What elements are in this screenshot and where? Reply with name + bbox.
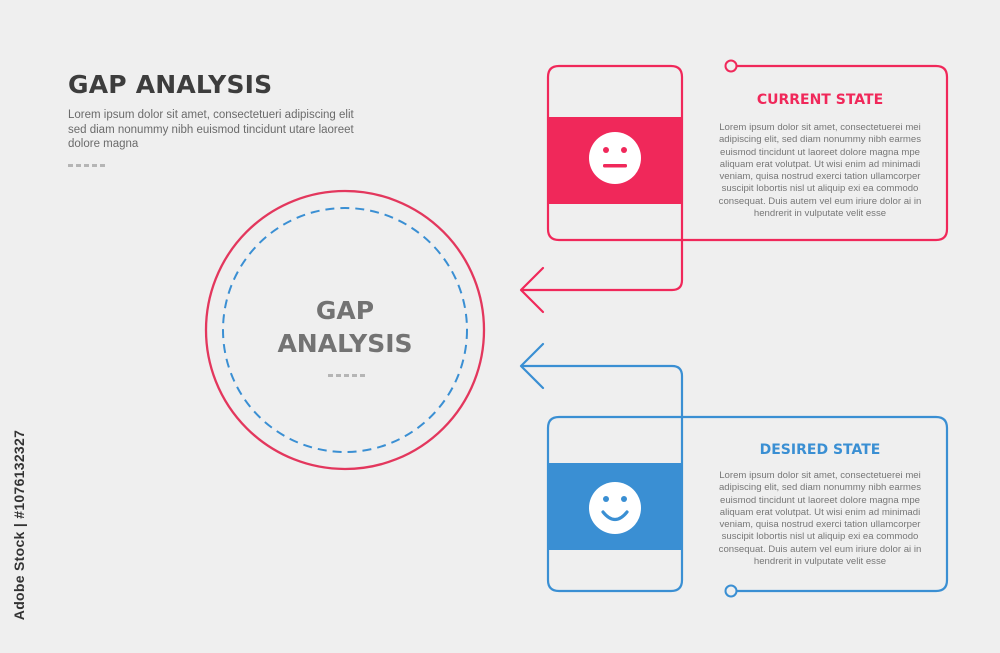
neutral-face-icon [589,132,641,184]
desired-state-shape [519,342,949,598]
center-label-line2: ANALYSIS [277,329,413,358]
current-state-connector [521,64,949,292]
smiling-face-icon [589,482,641,534]
desired-state-endpoint [724,584,738,598]
desired-state-arrowhead [519,342,545,390]
watermark: Adobe Stock | #1076132327 [10,412,30,642]
page-title: GAP ANALYSIS [68,70,273,99]
center-dots-divider [328,374,365,377]
watermark-text: Adobe Stock | #1076132327 [11,429,27,621]
desired-state-connector [521,364,949,593]
current-state-arrowhead [519,266,545,314]
current-state-shape [519,59,949,314]
current-state-endpoint [724,59,738,73]
current-state-title: CURRENT STATE [756,92,884,108]
center-label-line1: GAP [315,296,375,325]
title-dots-divider [68,164,105,167]
center-label: GAP ANALYSIS [260,294,430,360]
current-state-description: Lorem ipsum dolor sit amet, consectetuer… [718,122,922,220]
desired-state-description: Lorem ipsum dolor sit amet, consectetuer… [718,470,922,568]
inner-dashed-circle [222,207,468,453]
intro-text: Lorem ipsum dolor sit amet, consectetuer… [68,109,354,150]
desired-state-title: DESIRED STATE [759,442,881,458]
outer-circle [204,189,486,471]
